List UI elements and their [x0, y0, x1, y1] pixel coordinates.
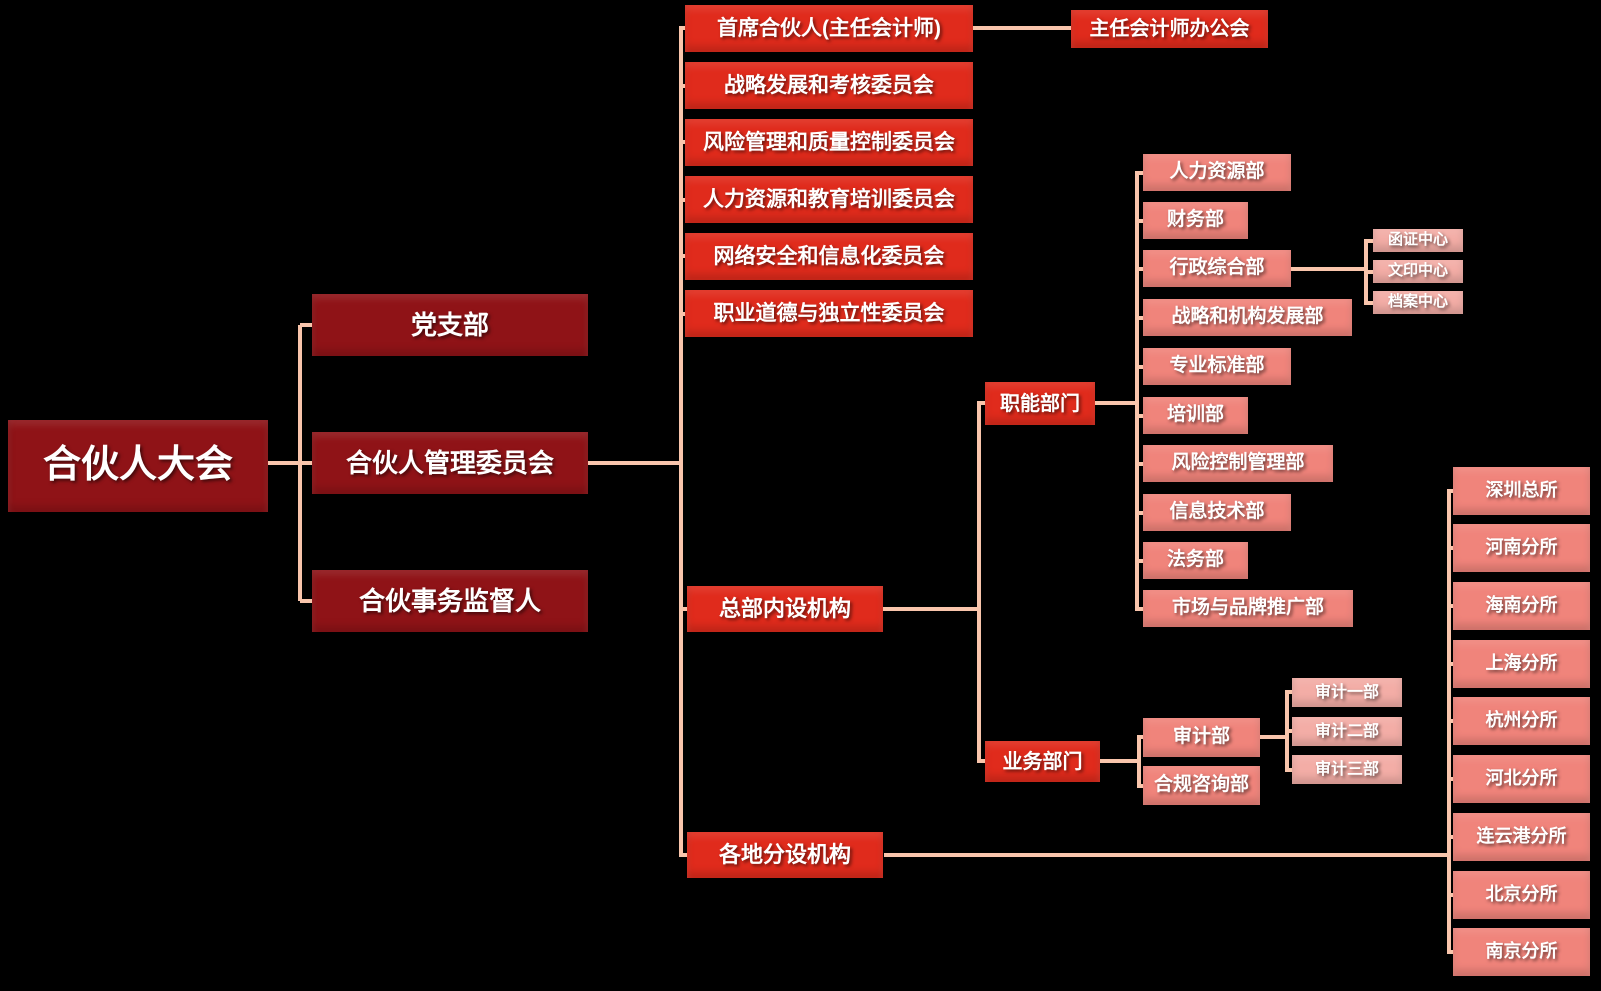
org-node-strategy-assessment-committee: 战略发展和考核委员会	[685, 62, 973, 109]
org-node-partnership-supervisor: 合伙事务监督人	[312, 570, 588, 632]
org-node-audit-div-1: 审计一部	[1292, 678, 1402, 707]
org-node-audit-div-3: 审计三部	[1292, 755, 1402, 784]
org-node-finance-dept: 财务部	[1143, 202, 1248, 239]
org-node-training-dept: 培训部	[1143, 397, 1248, 434]
org-node-audit-div-2: 审计二部	[1292, 717, 1402, 746]
org-node-business-depts-group: 业务部门	[985, 741, 1100, 782]
org-node-shanghai-branch: 上海分所	[1453, 640, 1590, 688]
org-node-hr-dept: 人力资源部	[1143, 154, 1291, 191]
org-node-printing-center: 文印中心	[1373, 260, 1463, 283]
org-node-shenzhen-hq: 深圳总所	[1453, 467, 1590, 515]
org-node-chief-partner: 首席合伙人(主任会计师)	[685, 5, 973, 52]
org-node-cybersecurity-committee: 网络安全和信息化委员会	[685, 233, 973, 280]
org-node-hainan-branch: 海南分所	[1453, 582, 1590, 630]
org-node-professional-standards-dept: 专业标准部	[1143, 348, 1291, 385]
org-node-henan-branch: 河南分所	[1453, 524, 1590, 572]
org-node-chief-accountant-office: 主任会计师办公会	[1071, 10, 1268, 48]
org-node-confirmation-center: 函证中心	[1373, 229, 1463, 252]
org-node-partners-meeting: 合伙人大会	[8, 420, 268, 512]
org-node-compliance-consulting-dept: 合规咨询部	[1143, 766, 1260, 805]
org-node-audit-dept: 审计部	[1143, 718, 1260, 757]
org-node-lianyungang-branch: 连云港分所	[1453, 813, 1590, 861]
org-node-ethics-independence-committee: 职业道德与独立性委员会	[685, 290, 973, 337]
org-node-nanjing-branch: 南京分所	[1453, 928, 1590, 976]
org-node-strategy-org-dev-dept: 战略和机构发展部	[1143, 299, 1352, 336]
org-node-partner-management-committee: 合伙人管理委员会	[312, 432, 588, 494]
org-node-risk-control-dept: 风险控制管理部	[1143, 445, 1333, 482]
org-node-beijing-branch: 北京分所	[1453, 871, 1590, 919]
org-node-hangzhou-branch: 杭州分所	[1453, 697, 1590, 745]
org-node-regional-branches-group: 各地分设机构	[687, 832, 883, 878]
org-node-functional-depts-group: 职能部门	[985, 382, 1095, 425]
org-node-admin-general-dept: 行政综合部	[1143, 250, 1291, 287]
org-node-archives-center: 档案中心	[1373, 291, 1463, 314]
org-node-marketing-brand-dept: 市场与品牌推广部	[1143, 590, 1353, 627]
org-node-hr-education-committee: 人力资源和教育培训委员会	[685, 176, 973, 223]
org-node-risk-quality-committee: 风险管理和质量控制委员会	[685, 119, 973, 166]
org-node-legal-dept: 法务部	[1143, 542, 1248, 579]
org-node-it-dept: 信息技术部	[1143, 494, 1291, 531]
org-node-party-branch: 党支部	[312, 294, 588, 356]
org-node-hebei-branch: 河北分所	[1453, 755, 1590, 803]
org-node-hq-internal-orgs: 总部内设机构	[687, 586, 883, 632]
